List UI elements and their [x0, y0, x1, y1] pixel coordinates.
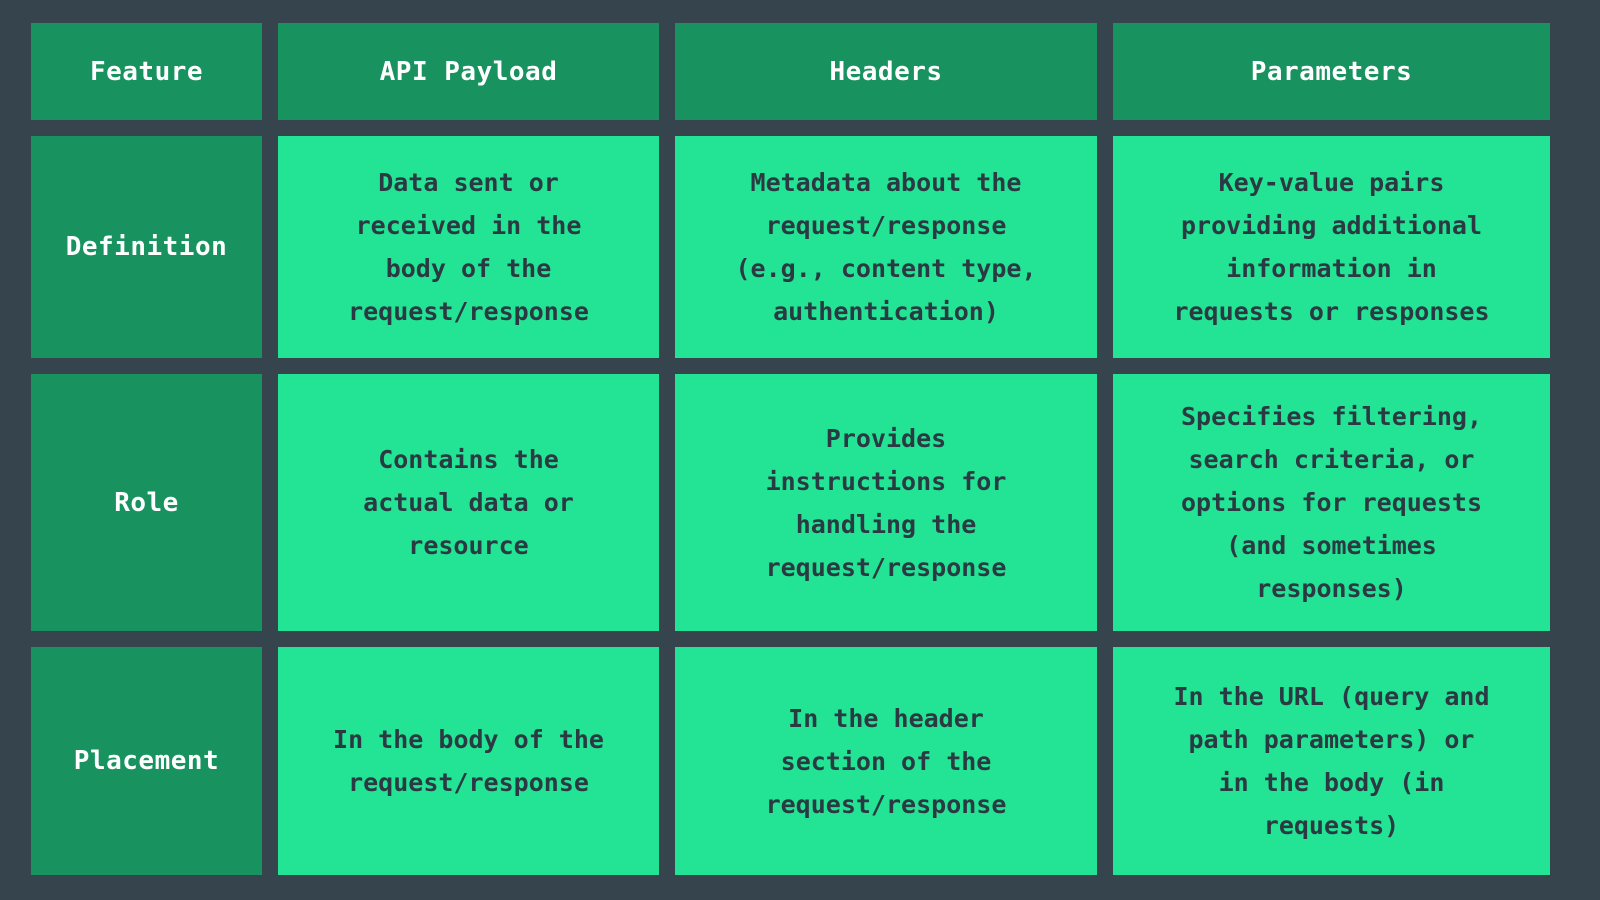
column-header-parameters: Parameters — [1113, 23, 1550, 120]
cell-placement-headers-text: In the header section of the request/res… — [765, 703, 1007, 819]
column-header-headers-label: Headers — [829, 56, 943, 87]
column-header-api-payload: API Payload — [278, 23, 659, 120]
row-label-role-text: Role — [114, 487, 179, 518]
row-label-definition-text: Definition — [65, 232, 228, 262]
column-header-api-payload-label: API Payload — [379, 56, 558, 87]
cell-placement-headers: In the header section of the request/res… — [675, 647, 1097, 875]
cell-definition-headers-text: Metadata about the request/response (e.g… — [735, 168, 1037, 326]
cell-definition-headers: Metadata about the request/response (e.g… — [675, 136, 1097, 358]
cell-role-api-payload-text: Contains the actual data or resource — [363, 445, 574, 560]
column-header-feature: Feature — [31, 23, 262, 120]
column-header-headers: Headers — [675, 23, 1097, 120]
cell-placement-parameters: In the URL (query and path parameters) o… — [1113, 647, 1550, 875]
cell-role-parameters: Specifies filtering, search criteria, or… — [1113, 374, 1550, 631]
cell-role-parameters-text: Specifies filtering, search criteria, or… — [1180, 402, 1483, 603]
row-label-placement-text: Placement — [73, 746, 220, 776]
cell-definition-api-payload-text: Data sent or received in the body of the… — [348, 168, 589, 326]
cell-role-headers: Provides instructions for handling the r… — [675, 374, 1097, 631]
column-header-feature-label: Feature — [89, 56, 204, 87]
cell-definition-parameters: Key-value pairs providing additional inf… — [1113, 136, 1550, 358]
row-label-definition: Definition — [31, 136, 262, 358]
cell-role-headers-text: Provides instructions for handling the r… — [765, 423, 1007, 582]
cell-role-api-payload: Contains the actual data or resource — [278, 374, 659, 631]
cell-definition-api-payload: Data sent or received in the body of the… — [278, 136, 659, 358]
row-label-role: Role — [31, 374, 262, 631]
column-header-parameters-label: Parameters — [1250, 56, 1413, 87]
cell-placement-api-payload-text: In the body of the request/response — [333, 725, 604, 797]
comparison-table: Feature API Payload Headers Parameters D… — [31, 23, 1569, 875]
cell-placement-parameters-text: In the URL (query and path parameters) o… — [1173, 682, 1490, 840]
cell-definition-parameters-text: Key-value pairs providing additional inf… — [1173, 168, 1490, 326]
row-label-placement: Placement — [31, 647, 262, 875]
cell-placement-api-payload: In the body of the request/response — [278, 647, 659, 875]
